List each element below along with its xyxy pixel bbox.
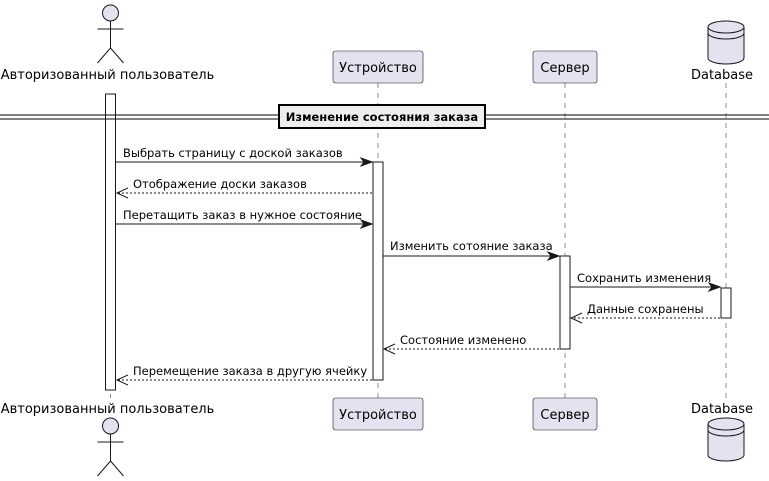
database-icon-bottom: [707, 417, 745, 462]
message-label-6: Данные сохранены: [587, 302, 704, 316]
activation-device: [372, 161, 384, 381]
participant-user-bottom: Авторизованный пользователь: [1, 402, 215, 417]
message-label-4: Изменить сотояние заказа: [390, 239, 553, 253]
activation-server: [559, 255, 571, 350]
participant-database-top: Database: [691, 68, 753, 83]
actor-icon-top: [97, 4, 124, 64]
participant-server-bottom: Сервер: [540, 408, 589, 423]
arrowhead-3: [359, 218, 374, 230]
message-label-7: Состояние изменено: [400, 333, 526, 347]
divider-label: Изменение состояния заказа: [286, 110, 478, 124]
arrowhead-1: [359, 156, 374, 168]
participant-user-top: Авторизованный пользователь: [1, 68, 215, 83]
participant-box-server-top: [532, 50, 598, 84]
participant-box-device-bottom: [332, 397, 424, 431]
participant-database-bottom: Database: [691, 402, 753, 417]
arrowhead-5: [707, 281, 722, 293]
database-icon-top: [707, 20, 745, 65]
participant-box-device-top: [332, 50, 424, 84]
message-label-2: Отображение доски заказов: [133, 177, 307, 191]
message-label-1: Выбрать страницу с доской заказов: [123, 146, 343, 160]
message-label-5: Сохранить изменения: [577, 271, 711, 285]
arrowhead-4: [546, 250, 561, 262]
arrowhead-8: [115, 374, 129, 386]
activation-database: [720, 287, 732, 319]
arrowhead-2: [115, 187, 129, 199]
divider: Изменение состояния заказа: [0, 104, 769, 129]
participant-server-top: Сервер: [540, 61, 589, 76]
participant-device-bottom: Устройство: [339, 408, 417, 423]
actor-icon-bottom: [97, 417, 124, 477]
message-label-3: Перетащить заказ в нужное состояние: [123, 208, 362, 222]
message-label-8: Перемещение заказа в другую ячейку: [133, 364, 367, 378]
participant-box-server-bottom: [532, 397, 598, 431]
activation-user: [105, 93, 116, 391]
arrowhead-6: [569, 312, 583, 324]
arrowhead-7: [382, 343, 396, 355]
participant-device-top: Устройство: [339, 61, 417, 76]
